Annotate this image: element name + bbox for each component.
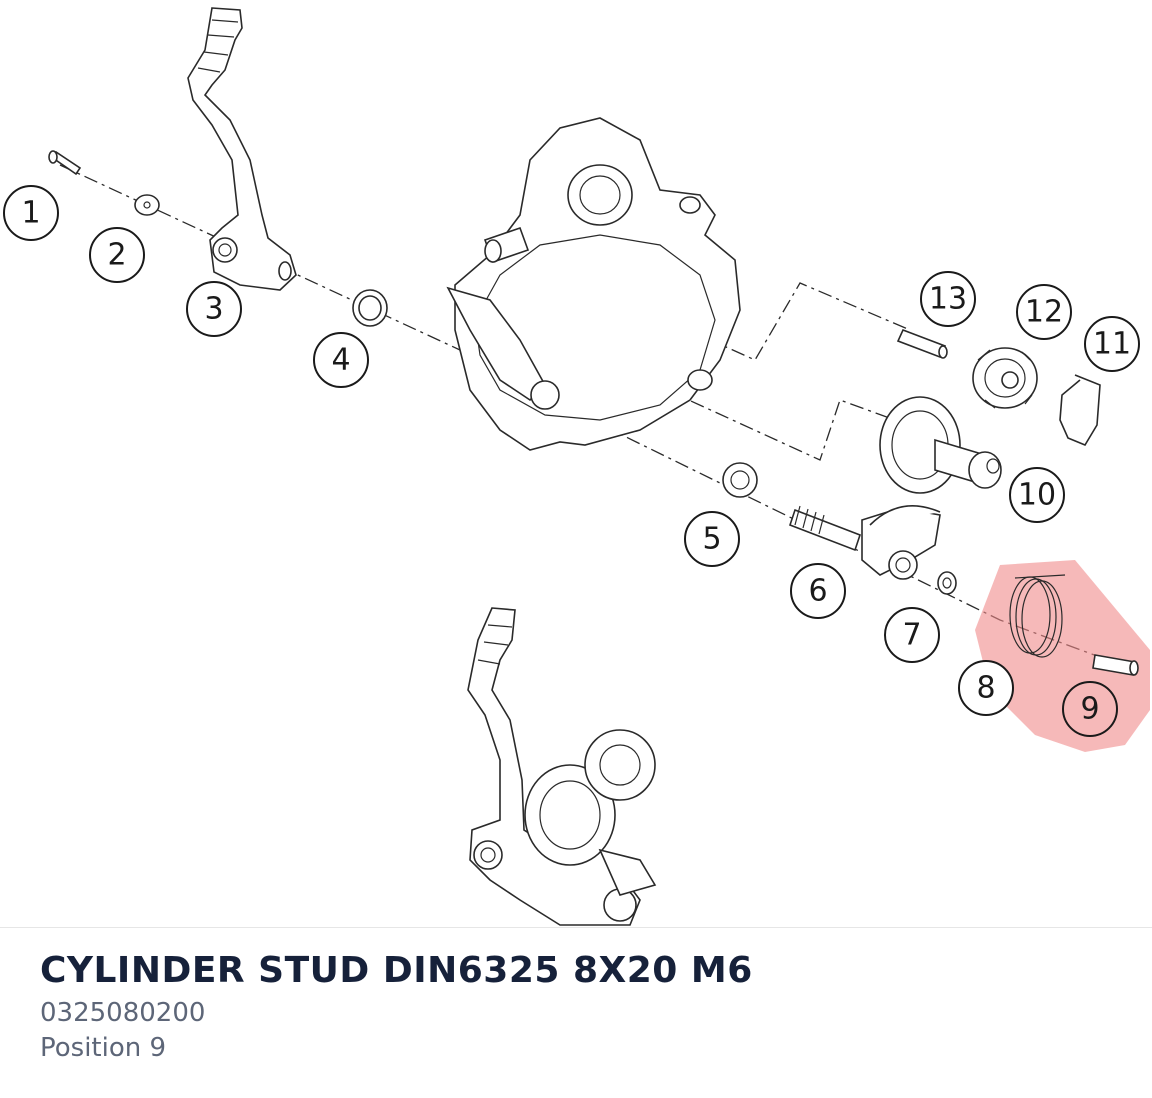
part-number: 0325080200 (40, 998, 206, 1028)
svg-text:1: 1 (21, 196, 40, 231)
label-10[interactable]: 10 (1009, 467, 1065, 523)
svg-text:4: 4 (331, 343, 350, 378)
seal-ring-part (352, 289, 388, 327)
label-12[interactable]: 12 (1016, 284, 1072, 340)
small-washer-part (937, 571, 957, 595)
label-9[interactable]: 9 (1062, 681, 1118, 737)
label-4[interactable]: 4 (313, 332, 369, 388)
crankcase-cover (446, 117, 741, 451)
label-8[interactable]: 8 (958, 660, 1014, 716)
svg-text:12: 12 (1025, 295, 1063, 330)
label-1[interactable]: 1 (3, 185, 59, 241)
svg-text:13: 13 (929, 282, 967, 317)
label-5[interactable]: 5 (684, 511, 740, 567)
part-title: CYLINDER STUD DIN6325 8X20 M6 (40, 950, 753, 991)
divider (0, 927, 1152, 928)
part-position: Position 9 (40, 1033, 167, 1063)
intermediate-gear-part (879, 396, 1002, 494)
label-7[interactable]: 7 (884, 607, 940, 663)
kickstarter-shaft-part (788, 505, 941, 580)
svg-text:8: 8 (976, 671, 995, 706)
washer-part (134, 194, 160, 216)
exploded-parts-diagram: 1 2 3 4 5 6 7 8 9 10 11 12 13 (3, 7, 1150, 926)
screw-part (48, 150, 82, 176)
cylinder-stud-part (1092, 654, 1139, 676)
circlip-part (1059, 374, 1101, 447)
svg-text:6: 6 (808, 574, 827, 609)
thrust-washer-part (722, 462, 758, 498)
assembled-view (467, 607, 657, 926)
svg-text:9: 9 (1080, 692, 1099, 727)
label-6[interactable]: 6 (790, 563, 846, 619)
svg-text:3: 3 (204, 292, 223, 327)
svg-text:7: 7 (902, 618, 921, 653)
svg-text:5: 5 (702, 522, 721, 557)
label-3[interactable]: 3 (186, 281, 242, 337)
svg-text:11: 11 (1093, 327, 1131, 362)
label-13[interactable]: 13 (920, 271, 976, 327)
highlight-region (975, 560, 1150, 752)
kickstarter-lever (187, 7, 297, 291)
label-11[interactable]: 11 (1084, 316, 1140, 372)
kickstarter-spring-part (1009, 574, 1066, 658)
svg-text:10: 10 (1018, 478, 1056, 513)
pin-part (896, 328, 948, 359)
svg-text:2: 2 (107, 238, 126, 273)
label-2[interactable]: 2 (89, 227, 145, 283)
small-gear-part (972, 347, 1038, 409)
